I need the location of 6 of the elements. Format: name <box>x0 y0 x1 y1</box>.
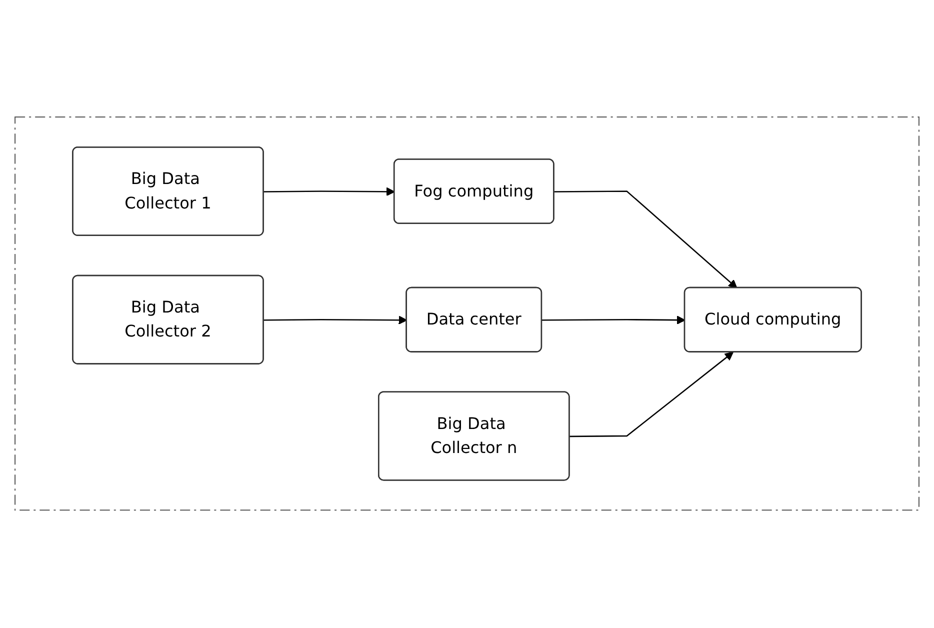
arrow <box>554 190 738 289</box>
arrow <box>570 352 734 438</box>
arrow <box>264 188 395 196</box>
arrow <box>264 316 408 325</box>
arrow <box>542 316 686 325</box>
cluster <box>14 116 920 512</box>
